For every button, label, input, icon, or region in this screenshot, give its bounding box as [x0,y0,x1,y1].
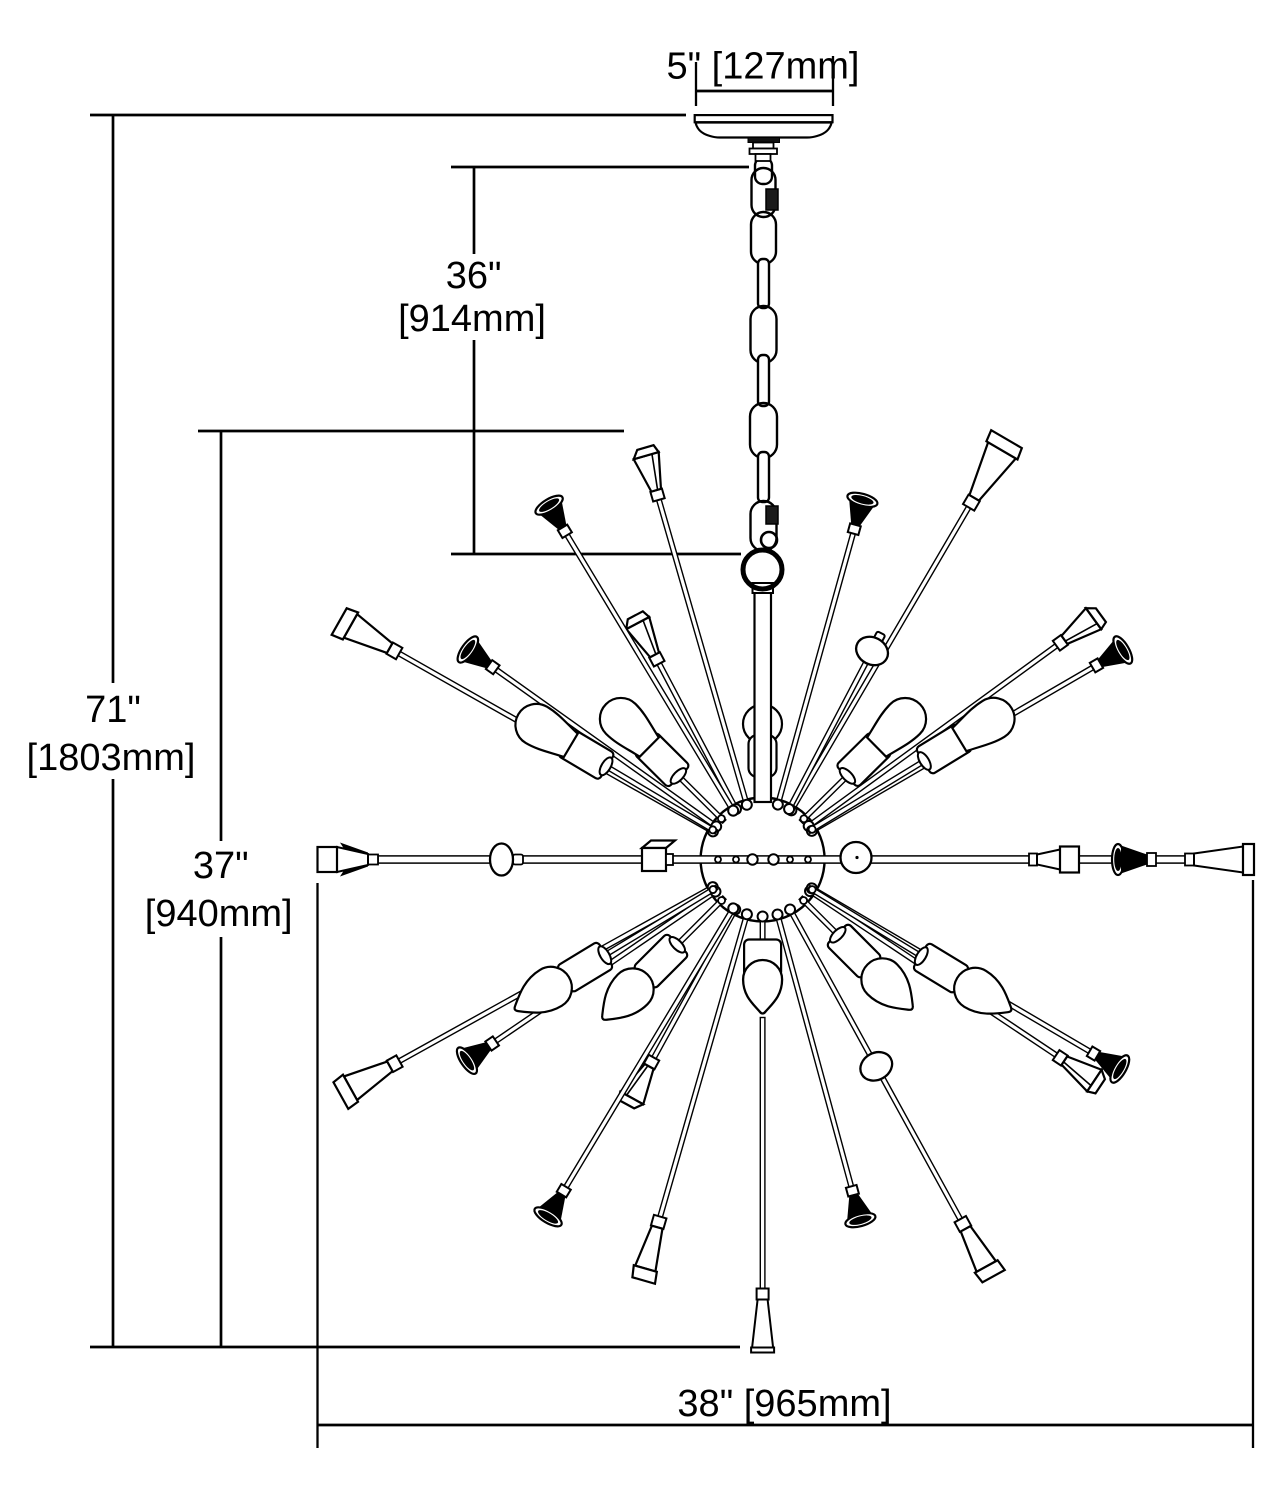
svg-text:[940mm]: [940mm] [145,893,293,935]
svg-text:36": 36" [446,255,502,297]
svg-text:5" [127mm]: 5" [127mm] [666,46,859,88]
svg-text:38" [965mm]: 38" [965mm] [677,1383,891,1425]
svg-text:71": 71" [85,689,141,731]
svg-text:[914mm]: [914mm] [398,298,546,340]
svg-text:[1803mm]: [1803mm] [27,737,196,779]
svg-text:37": 37" [193,845,249,887]
